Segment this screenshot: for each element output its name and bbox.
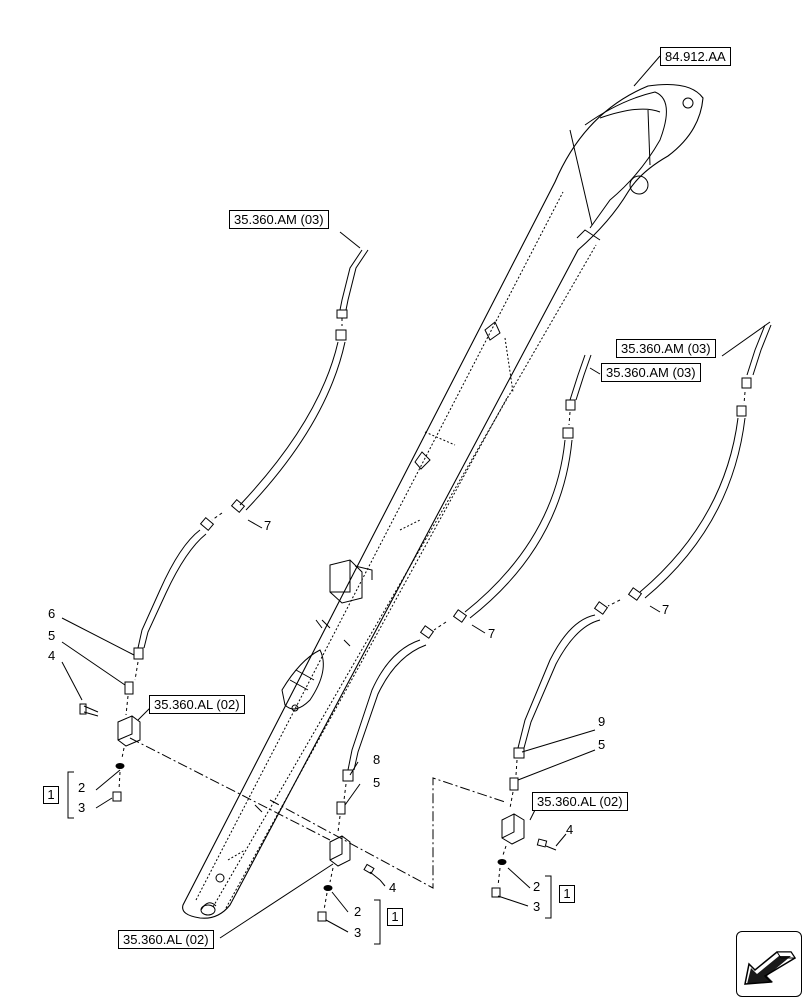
callout-4-right: 4 <box>566 822 574 837</box>
callout-4-center: 4 <box>389 880 397 895</box>
callout-7-right: 7 <box>662 602 670 617</box>
kit-label-left: 1 <box>43 786 59 804</box>
ref-hose-left[interactable]: 35.360.AM (03) <box>229 210 329 229</box>
kit-bracket-left <box>67 771 74 819</box>
ref-valve-left[interactable]: 35.360.AL (02) <box>149 695 245 714</box>
callout-7-left: 7 <box>264 518 272 533</box>
callout-3-right: 3 <box>533 899 541 914</box>
ref-hose-right-mid[interactable]: 35.360.AM (03) <box>601 363 701 382</box>
kit-bracket-center <box>374 899 381 945</box>
callout-2-left: 2 <box>78 780 86 795</box>
callout-2-center: 2 <box>354 904 362 919</box>
callout-9: 9 <box>598 714 606 729</box>
leader-boom-ref <box>633 55 661 87</box>
right-hose-group <box>491 321 772 907</box>
left-hose-group <box>61 231 369 809</box>
ref-boom[interactable]: 84.912.AA <box>660 47 731 66</box>
callout-3-center: 3 <box>354 925 362 940</box>
kit-bracket-right <box>545 875 552 919</box>
kit-label-center: 1 <box>387 908 403 926</box>
center-hose-group <box>219 354 601 939</box>
callout-5-left: 5 <box>48 628 56 643</box>
ref-hose-right-top[interactable]: 35.360.AM (03) <box>616 339 716 358</box>
kit-label-right: 1 <box>559 885 575 903</box>
callout-5-right: 5 <box>598 737 606 752</box>
nav-previous-button[interactable] <box>736 931 802 997</box>
assembly-line-left <box>129 737 331 841</box>
callout-8: 8 <box>373 752 381 767</box>
callout-2-right: 2 <box>533 879 541 894</box>
ref-valve-bottom[interactable]: 35.360.AL (02) <box>118 930 214 949</box>
callout-6: 6 <box>48 606 56 621</box>
callout-4-left: 4 <box>48 648 56 663</box>
callout-7-center: 7 <box>488 626 496 641</box>
ref-valve-right[interactable]: 35.360.AL (02) <box>532 792 628 811</box>
boom-arm <box>182 83 704 919</box>
arrow-left-icon <box>744 951 797 985</box>
assembly-line-right <box>269 777 506 889</box>
callout-3-left: 3 <box>78 800 86 815</box>
callout-5-center: 5 <box>373 775 381 790</box>
